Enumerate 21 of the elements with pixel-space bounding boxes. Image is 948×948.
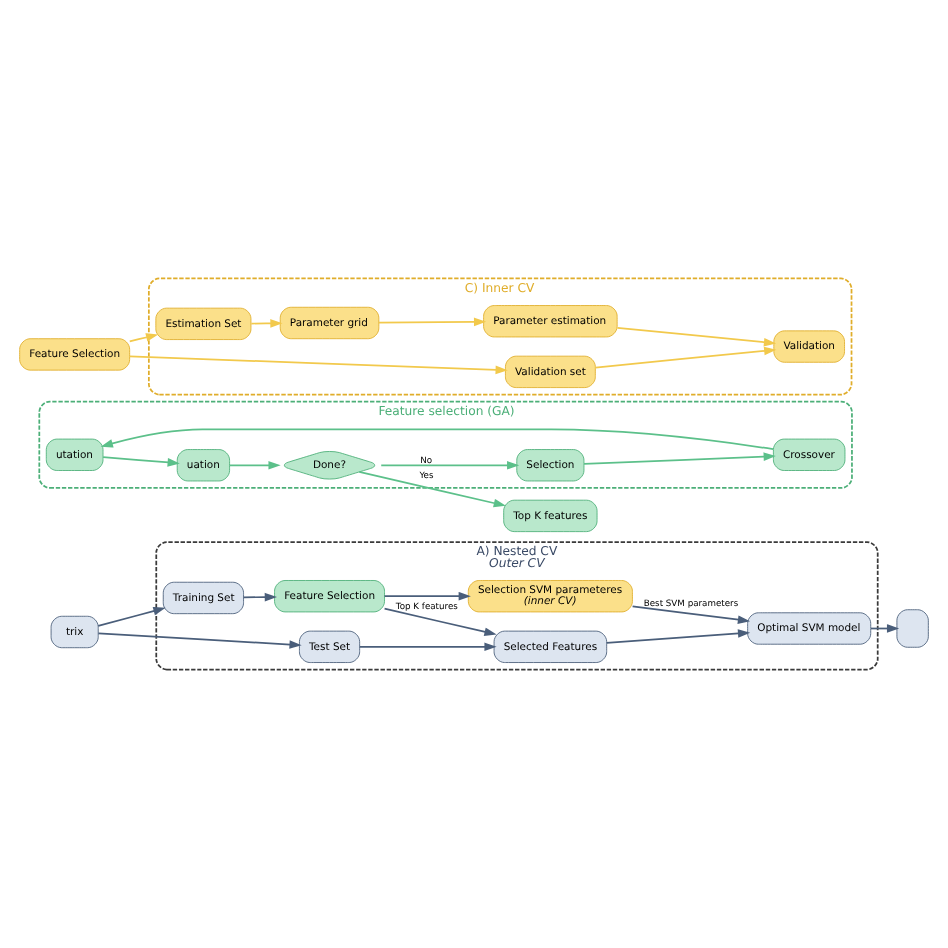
node-box <box>896 609 929 648</box>
arrow <box>616 326 777 347</box>
arrow <box>383 607 497 637</box>
arrow <box>128 333 159 343</box>
arrow <box>100 428 774 450</box>
arrow <box>102 456 180 467</box>
arrow <box>128 355 508 375</box>
arrow <box>97 606 166 627</box>
arrow <box>242 592 277 602</box>
arrow <box>594 346 777 369</box>
arrow <box>250 319 283 328</box>
arrow <box>97 632 302 649</box>
arrow <box>583 452 776 465</box>
arrow <box>605 629 751 644</box>
arrow <box>631 605 751 624</box>
arrow <box>358 471 506 508</box>
arrow <box>380 461 520 470</box>
arrow <box>383 591 471 601</box>
arrow <box>228 461 281 470</box>
arrow <box>358 642 497 652</box>
arrow <box>378 317 487 327</box>
